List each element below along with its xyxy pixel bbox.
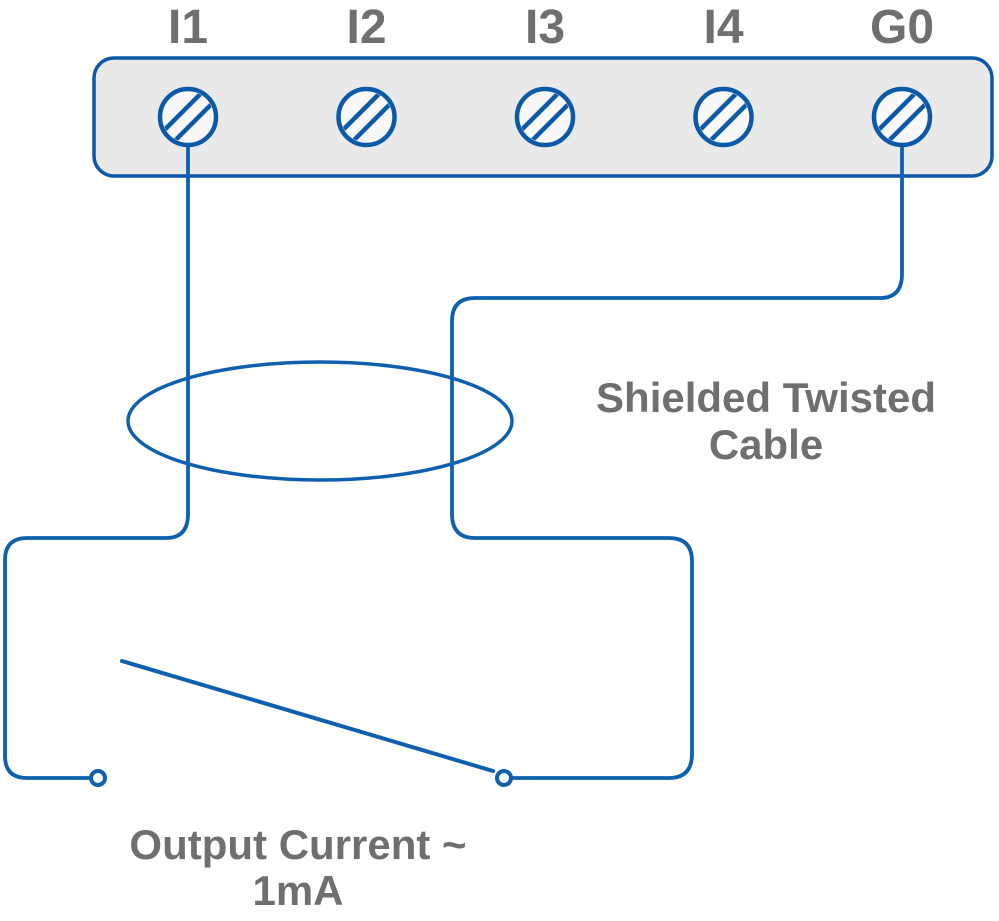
- wire-i1-to-contact: [3, 144, 190, 780]
- output-annotation: Output Current ~ 1mA: [58, 822, 538, 914]
- switch-contact-left: [89, 769, 107, 787]
- switch-contact-right: [495, 769, 513, 787]
- terminal-label-i1: I1: [167, 1, 209, 54]
- terminal-label-g0: G0: [869, 1, 935, 54]
- cable-annotation-line1: Shielded Twisted: [596, 374, 936, 421]
- switch-blade: [120, 659, 495, 773]
- terminal-screws: [157, 86, 933, 148]
- terminal-label-i2: I2: [346, 1, 387, 54]
- shield-ellipse: [126, 360, 514, 482]
- output-annotation-line2: 1mA: [252, 867, 344, 914]
- terminal-screw-i3: [514, 86, 576, 148]
- terminal-screw-i4: [693, 86, 754, 148]
- terminal-screw-g0: [871, 86, 933, 148]
- cable-annotation-line2: Cable: [708, 421, 824, 468]
- wire-g0-to-contact: [450, 144, 904, 780]
- terminal-screw-i1: [157, 86, 219, 148]
- cable-annotation: Shielded Twisted Cable: [566, 374, 966, 468]
- terminal-label-i3: I3: [524, 1, 566, 54]
- terminal-screw-i2: [336, 86, 397, 148]
- output-annotation-line1: Output Current ~: [129, 821, 467, 868]
- terminal-label-i4: I4: [703, 1, 744, 54]
